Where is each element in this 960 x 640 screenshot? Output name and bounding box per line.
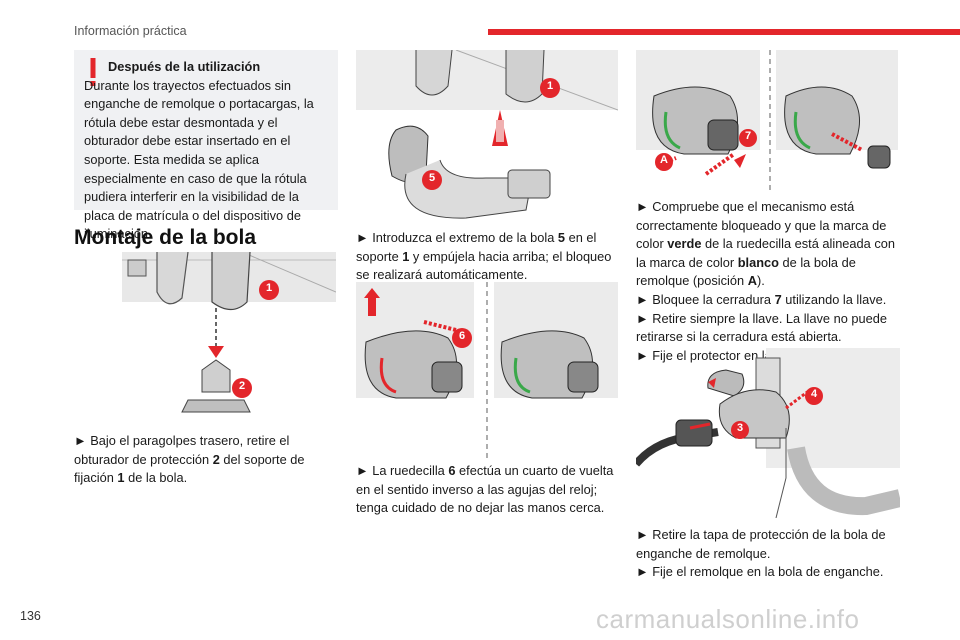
section-heading: Montaje de la bola <box>74 226 257 249</box>
section-title: Información práctica <box>74 24 187 38</box>
callout-6: 6 <box>458 330 466 342</box>
warning-text: Después de la utilización Durante los tr… <box>84 58 326 244</box>
col2-step2: ► La ruedecilla 6 efectúa un cuarto de v… <box>356 462 618 518</box>
text-run: de la bola de remolque (posición <box>636 254 856 289</box>
warning-title: Después de la utilización <box>108 59 261 74</box>
text-run: de la ruedecilla está alineada con la ma… <box>636 236 895 270</box>
ref-7: 7 <box>774 291 782 307</box>
warning-body: Durante los trayectos efectuados sin eng… <box>84 77 314 242</box>
page-number: 136 <box>20 609 41 623</box>
col3-step6: ► Fije el remolque en la bola de enganch… <box>636 564 884 580</box>
text-run: del soporte de fijación <box>74 451 305 486</box>
text-run: ► Bajo el paragolpes trasero, retire el … <box>74 433 290 467</box>
warning-box: Después de la utilización Durante los tr… <box>74 50 338 241</box>
col3-step3: ► Retire siempre la llave. La llave no p… <box>636 310 887 345</box>
illustration-protective-cap: 4 3 <box>636 348 900 518</box>
watermark: carmanualsonline.info <box>596 604 860 634</box>
callout-7: 7 <box>744 130 752 142</box>
ref-6: 6 <box>448 463 456 478</box>
col1-step1: ► Bajo el paragolpes trasero, retire el … <box>74 432 338 488</box>
callout-A: A <box>660 154 668 166</box>
col3-step2: ► Bloquee la cerradura 7 utilizando la l… <box>636 291 902 310</box>
callout-2: 2 <box>238 380 246 392</box>
ref-2: 2 <box>212 451 220 467</box>
text-run: ► Compruebe que el mecanismo está correc… <box>636 199 887 252</box>
exclamation-icon <box>90 58 96 86</box>
text-run: ). <box>756 273 765 289</box>
text-run: de la bola. <box>124 470 188 486</box>
ref-5: 5 <box>557 230 566 245</box>
text-run: utilizando la llave. <box>781 291 887 307</box>
ref-1: 1 <box>117 470 125 486</box>
ref-1: 1 <box>402 248 410 264</box>
callout-1: 1 <box>546 80 554 92</box>
color-white: blanco <box>737 254 779 270</box>
col3-steps-upper: ► Compruebe que el mecanismo está correc… <box>636 198 902 365</box>
text-run: y empújela hacia arriba; el bloqueo se r… <box>356 248 612 283</box>
text-run: ► Bloquee la cerradura <box>636 291 775 307</box>
illustration-insert-ball: 1 5 <box>356 50 618 222</box>
col3-step1: ► Compruebe que el mecanismo está correc… <box>636 198 902 291</box>
col3-step5: ► Retire la tapa de protección de la bol… <box>636 527 886 561</box>
illustration-wheel-turn: 6 <box>356 282 618 458</box>
position-A: A <box>747 273 757 289</box>
illustration-lock-check: A 7 <box>636 50 898 190</box>
text-run: en el soporte <box>356 230 597 264</box>
callout-4: 4 <box>810 388 818 400</box>
color-green: verde <box>667 236 702 252</box>
col2-step1: ► Introduzca el extremo de la bola 5 en … <box>356 229 618 285</box>
header-accent-bar <box>488 29 960 35</box>
text-run: ► La ruedecilla <box>356 463 449 478</box>
text-run: ► Introduzca el extremo de la bola <box>356 230 558 245</box>
callout-1: 1 <box>265 282 273 294</box>
col3-steps-lower: ► Retire la tapa de protección de la bol… <box>636 526 902 582</box>
illustration-remove-plug: 1 2 <box>122 252 336 422</box>
callout-3: 3 <box>736 422 744 434</box>
text-run: efectúa un cuarto de vuelta en el sentid… <box>356 463 614 516</box>
callout-5: 5 <box>428 172 436 184</box>
